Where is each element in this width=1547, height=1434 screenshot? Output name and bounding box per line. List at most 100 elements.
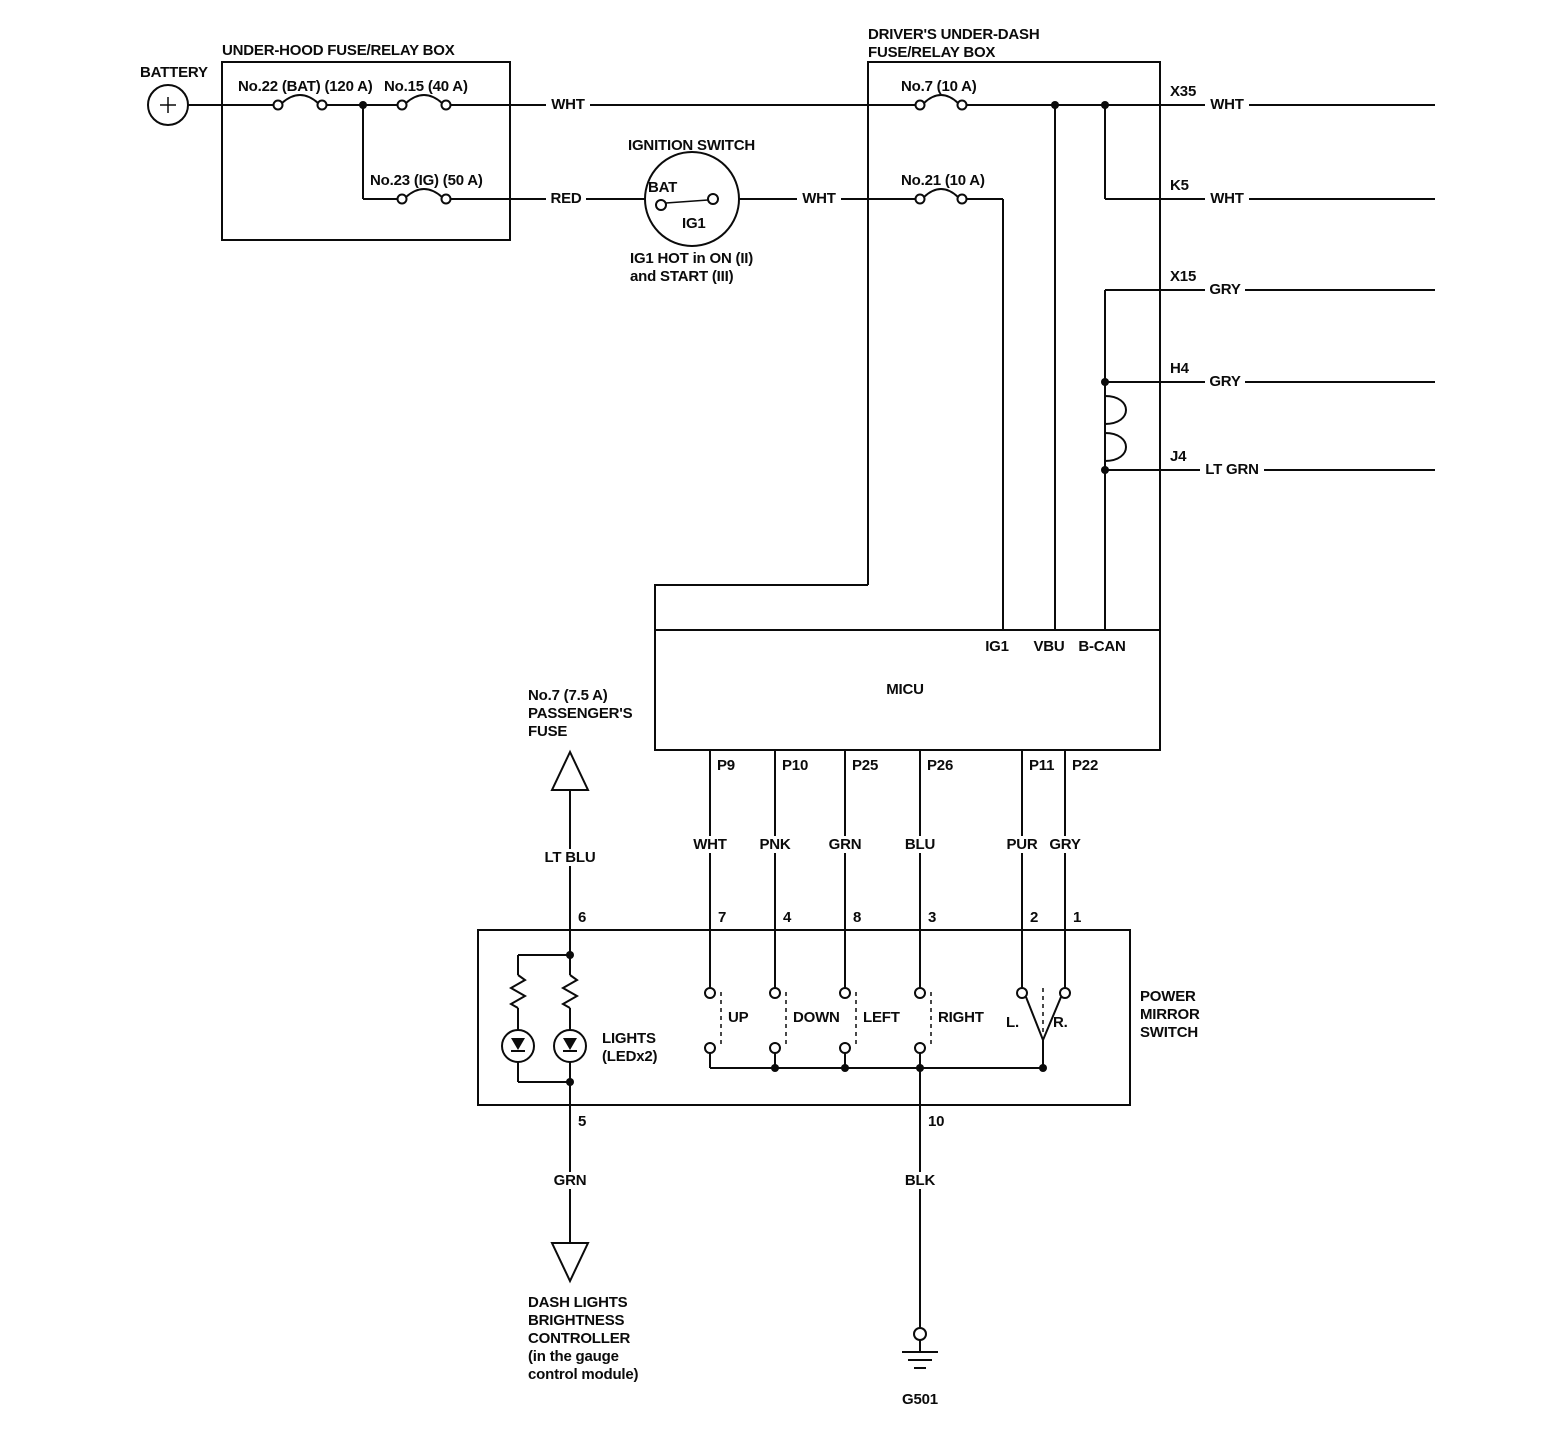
lbl-bg	[797, 190, 841, 207]
wires-group	[188, 104, 1435, 1328]
wire-color-blu: BLU	[905, 836, 935, 853]
wire-color-grn: GRN	[829, 836, 862, 853]
ignition-note-2: and START (III)	[630, 268, 734, 285]
lbl-bg	[1000, 836, 1044, 853]
fuse15-t2	[440, 99, 452, 111]
sw-pin-7: 7	[718, 909, 726, 926]
switch-linkages	[720, 988, 1044, 1046]
fuse23-label: No.23 (IG) (50 A)	[370, 172, 483, 189]
wire-led-branch	[517, 954, 570, 975]
label-backgrounds	[544, 96, 1264, 1189]
right-contact-bottom	[914, 1042, 926, 1054]
micu-pin-p26: P26	[927, 757, 953, 774]
sw-pin-6: 6	[578, 909, 586, 926]
ground-label: G501	[902, 1391, 938, 1408]
fuse7-t2	[956, 99, 968, 111]
lbl-bg	[548, 1172, 592, 1189]
fuse22-t2	[316, 99, 328, 111]
passenger-fuse-label-1: No.7 (7.5 A)	[528, 687, 608, 704]
switch-label-right: RIGHT	[938, 1009, 984, 1026]
fuse21-t2	[956, 193, 968, 205]
lbl-bg	[1205, 96, 1249, 113]
ignition-switch-symbol	[644, 151, 740, 247]
sw-pin-5: 5	[578, 1113, 586, 1130]
ignition-ig1-terminal	[707, 193, 719, 205]
lbl-bg	[688, 836, 732, 853]
sw-pin-4: 4	[783, 909, 792, 926]
lbl-bg	[1205, 373, 1245, 390]
lbl-bg	[898, 1172, 942, 1189]
micu-pin-p22: P22	[1072, 757, 1098, 774]
passenger-fuse-label-3: FUSE	[528, 723, 567, 740]
sw-pin-8: 8	[853, 909, 861, 926]
lbl-bg	[1200, 461, 1264, 478]
sw-pin-3: 3	[928, 909, 936, 926]
switch-contact-circles	[704, 987, 1071, 1054]
sw-pin-1: 1	[1073, 909, 1081, 926]
lbl-bg	[823, 836, 867, 853]
right-contact-top	[914, 987, 926, 999]
dash-controller-label-2: BRIGHTNESS	[528, 1312, 625, 1329]
micu-pin-ig1: IG1	[985, 638, 1009, 655]
fuse23-t1	[396, 193, 408, 205]
wire-color-pnk: PNK	[759, 836, 790, 853]
labels: BATTERY UNDER-HOOD FUSE/RELAY BOX No.22 …	[140, 26, 1259, 1408]
fuse21-element	[923, 188, 959, 198]
passenger-fuse-triangle-icon	[550, 749, 590, 791]
micu-pin-bcan: B-CAN	[1078, 638, 1125, 655]
left-contact-top	[839, 987, 851, 999]
bcan-loop-2	[1104, 432, 1127, 462]
underdash-fuse-box-step	[654, 584, 868, 630]
fuse7-t1	[914, 99, 926, 111]
battery-plus-icon	[160, 97, 176, 113]
fuse21-t1	[914, 193, 926, 205]
wire-color-wht: WHT	[693, 836, 727, 853]
fuse23-element	[405, 188, 443, 198]
wire-color-gry: GRY	[1049, 836, 1081, 853]
underhood-fuse-box	[221, 61, 511, 241]
down-contact-bottom	[769, 1042, 781, 1054]
ignition-note-1: IG1 HOT in ON (II)	[630, 250, 753, 267]
lbl-bg	[1205, 281, 1245, 298]
sw-pin-10: 10	[928, 1113, 944, 1130]
fuse-symbols	[272, 94, 968, 205]
connector-x35-wire: WHT	[1210, 96, 1244, 113]
lbl-bg	[898, 836, 942, 853]
wire-label-ltblu: LT BLU	[544, 849, 595, 866]
fuse15-t1	[396, 99, 408, 111]
r-contact	[1059, 987, 1071, 999]
lbl-bg	[1043, 836, 1087, 853]
underdash-box-title-1: DRIVER'S UNDER-DASH	[868, 26, 1039, 43]
lbl-bg	[546, 190, 586, 207]
connector-j4-wire: LT GRN	[1205, 461, 1259, 478]
wire-res-to-led	[517, 1008, 571, 1030]
battery-label: BATTERY	[140, 64, 208, 81]
down-contact-top	[769, 987, 781, 999]
junction	[566, 951, 574, 959]
underdash-fuse-box-outline	[867, 61, 1161, 630]
micu-pin-vbu: VBU	[1033, 638, 1064, 655]
connector-h4: H4	[1170, 360, 1190, 377]
micu-pin-p10: P10	[782, 757, 808, 774]
fuse22-t1	[272, 99, 284, 111]
connector-x15-wire: GRY	[1209, 281, 1241, 298]
wire-label-blk: BLK	[905, 1172, 936, 1189]
fuse21-label: No.21 (10 A)	[901, 172, 985, 189]
ignition-ig1-label: IG1	[682, 215, 706, 232]
lights-label-1: LIGHTS	[602, 1030, 656, 1047]
connector-j4: J4	[1170, 448, 1187, 465]
wire-k5-wht	[1104, 105, 1435, 200]
bcan-loop-1	[1104, 395, 1127, 425]
wire-ig1-drop	[966, 198, 1004, 630]
dash-controller-label-4: (in the gauge	[528, 1348, 619, 1365]
switch-lr-common	[1025, 996, 1062, 1068]
junction-dots	[359, 101, 1109, 1086]
power-mirror-switch-box	[477, 929, 1131, 1106]
fuse15-element	[405, 94, 443, 104]
wire-label-red: RED	[550, 190, 581, 207]
ground-terminal	[913, 1327, 927, 1341]
up-contact-top	[704, 987, 716, 999]
fuse7-element	[923, 94, 959, 104]
up-contact-bottom	[704, 1042, 716, 1054]
